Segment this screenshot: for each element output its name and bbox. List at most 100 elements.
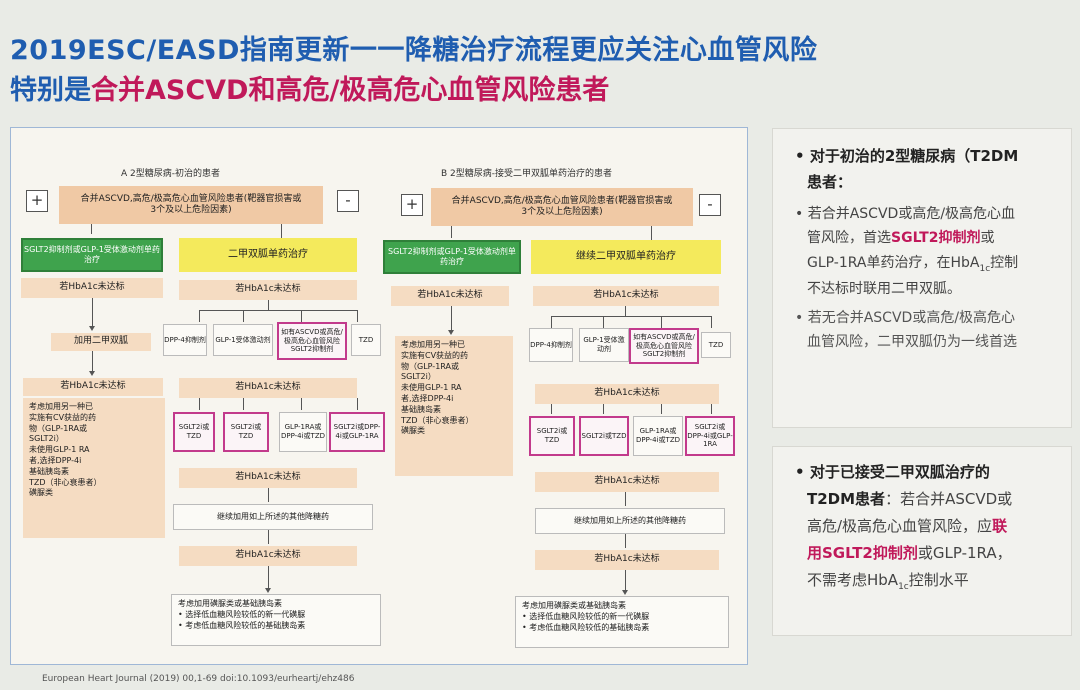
panel-b-right-hba1c-2: 若HbA1c未达标 (535, 384, 719, 404)
panel-a-right-hba1c-4: 若HbA1c未达标 (179, 546, 357, 566)
list-line: 未使用GLP-1 RA (401, 383, 462, 393)
connector (199, 310, 200, 322)
panel-a-combo-4: SGLT2i或DPP-4i或GLP-1RA (329, 412, 385, 452)
side1-text: 或 (980, 230, 995, 246)
panel-b-top-box: 合并ASCVD,高危/极高危心血管风险患者(靶器官损害或3个及以上危险因素) (431, 188, 693, 226)
panel-a-continue-add: 继续加用如上所述的其他降糖药 (173, 504, 373, 530)
list-line: 基础胰岛素 (29, 466, 69, 476)
list-line: 实施有CV获益的药 (401, 350, 469, 360)
panel-a-opt-tzd: TZD (351, 324, 381, 356)
list-line: 磺脲类 (401, 426, 425, 436)
panel-b-opt-tzd: TZD (701, 332, 731, 358)
slide-subtitle: 特别是合并ASCVD和高危/极高危心血管风险患者 (10, 68, 609, 107)
panel-a-opt-dpp4: DPP-4抑制剂 (163, 324, 207, 356)
list-line: 者,选择DPP-4i (29, 455, 82, 465)
side2-text: 不需考虑HbA (807, 571, 899, 589)
panel-b-right-hba1c-4: 若HbA1c未达标 (535, 550, 719, 570)
arrow (265, 588, 271, 593)
side1-point1-end: 不达标时联用二甲双胍。 (807, 281, 961, 298)
connector (551, 316, 711, 317)
side2-text: 控制水平 (908, 571, 969, 589)
connector (301, 310, 302, 322)
side2-sub: 1c (898, 582, 909, 592)
side1-point2: • 若无合并ASCVD或高危/极高危心 (795, 309, 1016, 326)
connector (451, 306, 452, 332)
panel-a-combo-1: SGLT2i或TZD (173, 412, 215, 452)
side1-text: 管风险，首选 (807, 230, 891, 246)
final-item-text: 选择低血糖风险较低的新一代磺脲 (185, 609, 306, 619)
side2-highlight: 联 (992, 517, 1008, 535)
panel-b-sglt2-glp1-box: SGLT2抑制剂或GLP-1受体激动剂单药治疗 (383, 240, 521, 274)
connector (625, 492, 626, 506)
side2-highlight: 用SGLT2抑制剂 (807, 544, 918, 562)
panel-a-left-option-list: 考虑加用另一种已 实施有CV获益的药 物（GLP-1RA或 SGLT2i） 未使… (23, 398, 165, 538)
list-line: 者,选择DPP-4i (401, 393, 454, 403)
side1-heading: • 对于初治的2型糖尿病（T2DM (795, 147, 1019, 165)
panel-a-metformin-box: 二甲双胍单药治疗 (179, 238, 357, 272)
connector (268, 488, 269, 502)
panel-a-right-hba1c-1: 若HbA1c未达标 (179, 280, 357, 300)
panel-b-title: B 2型糖尿病-接受二甲双胍单药治疗的患者 (441, 169, 613, 179)
panel-b-left-option-list: 考虑加用另一种已 实施有CV获益的药 物（GLP-1RA或 SGLT2i） 未使… (395, 336, 513, 476)
side1-point1-cont2: GLP-1RA单药治疗，在HbA1c控制 (795, 251, 1059, 278)
final-title: 考虑加用磺脲类或基础胰岛素 (522, 601, 626, 610)
connector (268, 530, 269, 544)
arrow (89, 326, 95, 331)
final-item-text: 选择低血糖风险较低的新一代磺脲 (529, 611, 650, 621)
panel-a-plus-sign: + (26, 190, 48, 212)
connector (651, 226, 652, 240)
connector (625, 306, 626, 316)
panel-b-metformin-box: 继续二甲双胍单药治疗 (531, 240, 721, 274)
panel-b-plus-sign: + (401, 194, 423, 216)
list-line: 物（GLP-1RA或 (401, 361, 459, 371)
side1-text: 若无合并ASCVD或高危/极高危心 (807, 309, 1016, 326)
side1-point1: • 若合并ASCVD或高危/极高危心血 (795, 205, 1016, 222)
connector (551, 404, 552, 414)
arrow (89, 371, 95, 376)
connector (357, 310, 358, 322)
final-item: • 考虑低血糖风险较低的基础胰岛素 (178, 620, 306, 630)
side1-head-line2: 患者： (807, 173, 853, 192)
connector (268, 300, 269, 310)
panel-a-title: A 2型糖尿病-初治的患者 (121, 169, 220, 179)
side1-head-line1: 对于初治的2型糖尿病（T2DM (809, 147, 1019, 165)
panel-a-opt-sglt2: 如有ASCVD或高危/极高危心血管风险SGLT2抑制剂 (277, 322, 347, 360)
list-line: SGLT2i） (29, 434, 64, 444)
side1-highlight: SGLT2抑制剂 (891, 230, 981, 246)
panel-b-opt-glp1: GLP-1受体激动剂 (579, 328, 629, 362)
connector (199, 398, 200, 410)
panel-a-top-box: 合并ASCVD,高危/极高危心血管风险患者(靶器官损害或3个及以上危险因素) (59, 186, 323, 224)
list-line: 物（GLP-1RA或 (29, 423, 87, 433)
side1-sub: 1c (979, 263, 991, 274)
connector (603, 316, 604, 328)
connector (711, 404, 712, 414)
side-box-newly-diagnosed: • 对于初治的2型糖尿病（T2DM 患者： • 若合并ASCVD或高危/极高危心… (772, 128, 1072, 428)
citation: European Heart Journal (2019) 00,1-69 do… (42, 674, 355, 684)
final-item-text: 考虑低血糖风险较低的基础胰岛素 (529, 622, 650, 632)
list-line: 磺脲类 (29, 488, 53, 498)
final-item: • 考虑低血糖风险较低的基础胰岛素 (522, 622, 650, 632)
side2-text: ：若合并ASCVD或 (885, 490, 1013, 508)
panel-a-combo-2: SGLT2i或TZD (223, 412, 269, 452)
panel-a-combo-3: GLP-1RA或DPP-4i或TZD (279, 412, 327, 452)
list-line: 考虑加用另一种已 (29, 402, 93, 411)
list-line: SGLT2i） (401, 372, 436, 382)
side2-line4: 用SGLT2抑制剂或GLP-1RA， (795, 540, 1059, 567)
flowchart-figure: A 2型糖尿病-初治的患者 + - 合并ASCVD,高危/极高危心血管风险患者(… (10, 127, 748, 665)
side1-text: GLP-1RA单药治疗，在HbA (807, 254, 980, 271)
connector (625, 570, 626, 592)
side2-heading: • 对于已接受二甲双胍治疗的 (795, 463, 990, 481)
panel-b-combo-2: SGLT2i或TZD (579, 416, 629, 456)
side2-head-line1: 对于已接受二甲双胍治疗的 (809, 463, 990, 481)
list-line: TZD（非心衰患者） (401, 415, 474, 425)
connector (451, 226, 452, 238)
connector (243, 310, 244, 322)
connector (625, 534, 626, 548)
connector (661, 316, 662, 328)
final-item: • 选择低血糖风险较低的新一代磺脲 (522, 611, 650, 621)
side1-text: 若合并ASCVD或高危/极高危心血 (807, 205, 1016, 222)
side1-point2-cont: 血管风险，二甲双胍仍为一线首选 (807, 334, 1017, 351)
arrow (622, 590, 628, 595)
list-line: 基础胰岛素 (401, 404, 441, 414)
panel-b-right-hba1c-3: 若HbA1c未达标 (535, 472, 719, 492)
